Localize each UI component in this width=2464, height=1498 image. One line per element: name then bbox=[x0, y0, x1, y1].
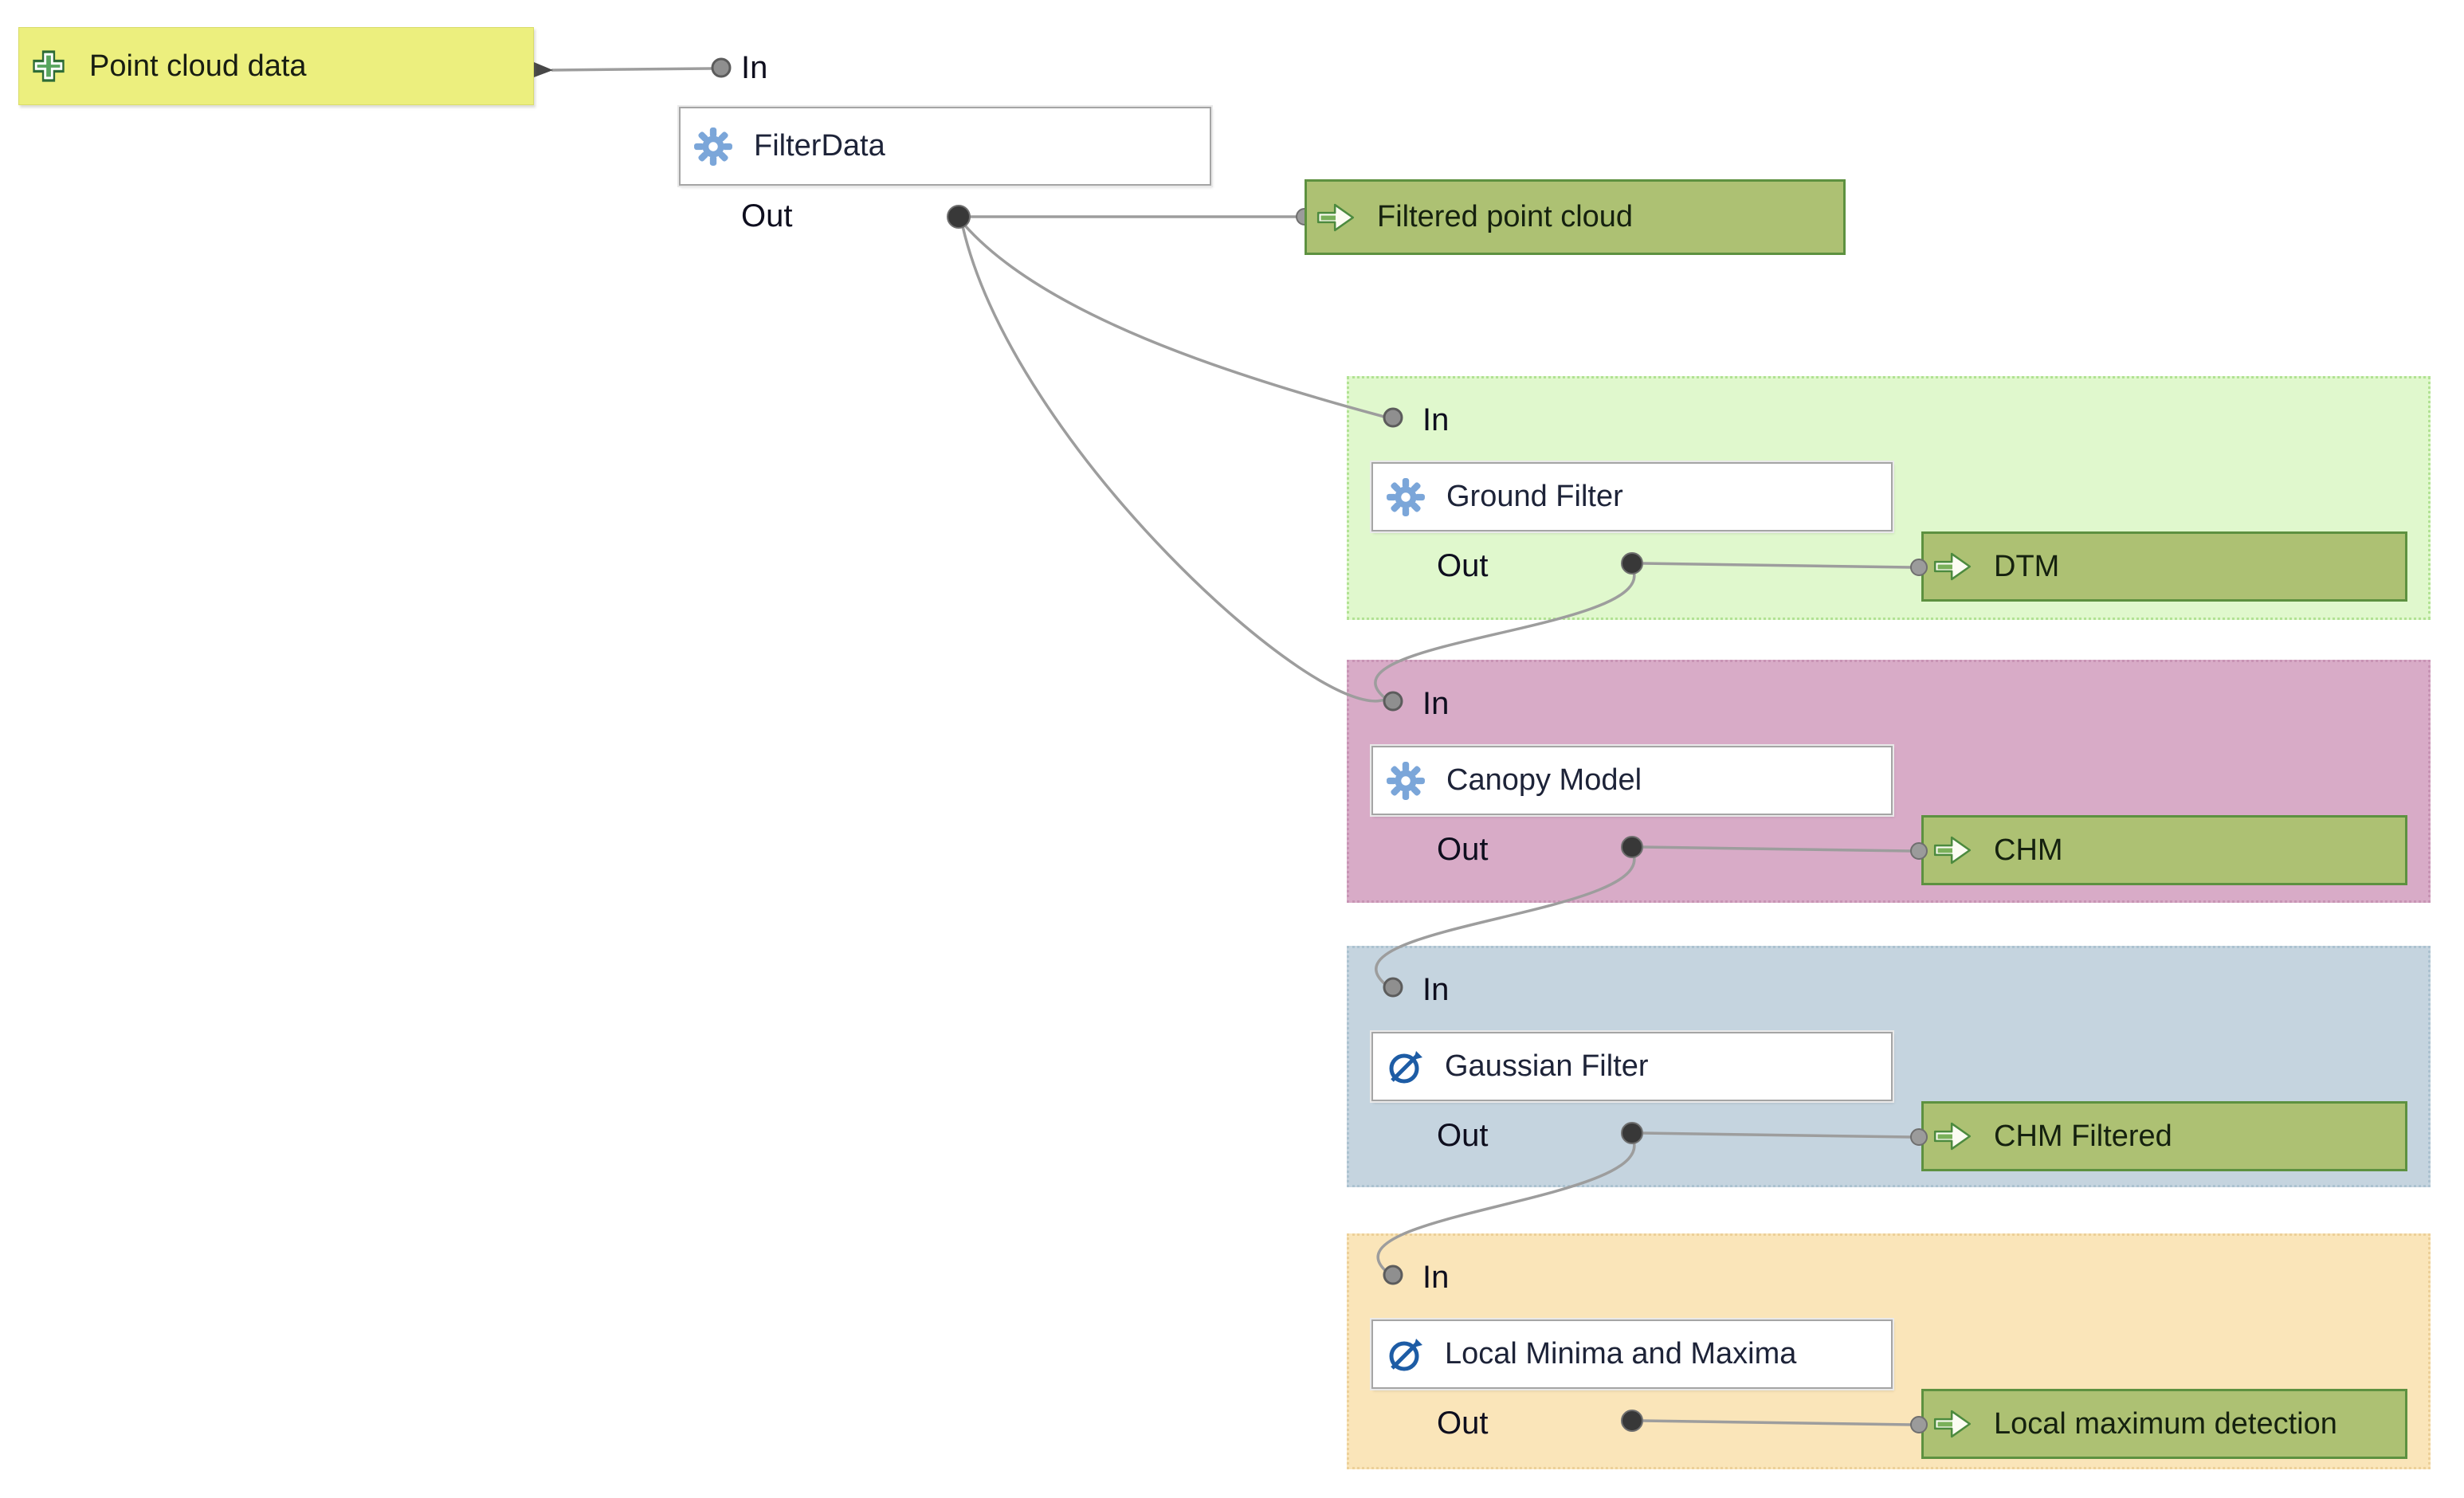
panel-in-label: In bbox=[1422, 972, 1450, 1007]
source-node-point-cloud-data[interactable]: Point cloud data bbox=[18, 27, 534, 105]
gear-icon bbox=[1387, 761, 1425, 800]
wire-groundfilter-to-dtm bbox=[1642, 562, 1912, 569]
wire-localminima-to-localmax bbox=[1642, 1419, 1912, 1426]
tool-node-canopy-model[interactable]: Canopy Model bbox=[1371, 746, 1893, 815]
panel-out-label: Out bbox=[1437, 832, 1489, 867]
arrow-output-icon bbox=[1933, 1122, 1972, 1151]
port-out-gaussianfilter[interactable] bbox=[1621, 1122, 1643, 1144]
filterdata-out-label: Out bbox=[741, 198, 793, 233]
filterdata-in-label: In bbox=[741, 50, 768, 85]
group-panel-ground-filter[interactable]: In Ground F bbox=[1347, 376, 2431, 620]
port-in-gaussianfilter[interactable] bbox=[1383, 977, 1403, 998]
gear-icon bbox=[1387, 477, 1425, 516]
wire-gaussian-to-localminima bbox=[1376, 1136, 1636, 1273]
port-localmaxdetection[interactable] bbox=[1910, 1416, 1928, 1433]
port-out-filterdata[interactable] bbox=[947, 205, 971, 229]
arrow-output-icon bbox=[1933, 836, 1972, 865]
panel-out-label: Out bbox=[1437, 1118, 1489, 1153]
output-node-label: Local maximum detection bbox=[1994, 1406, 2337, 1441]
saga-module-icon bbox=[1389, 1050, 1422, 1083]
add-data-plus-icon bbox=[33, 50, 65, 82]
arrow-output-icon bbox=[1316, 203, 1355, 231]
wire-canopymodel-to-chm bbox=[1642, 845, 1912, 853]
panel-in-label: In bbox=[1422, 402, 1450, 437]
port-in-canopymodel[interactable] bbox=[1383, 691, 1403, 712]
output-node-chm-filtered[interactable]: CHM Filtered bbox=[1921, 1101, 2407, 1171]
wire-filterdata-to-canopymodel bbox=[961, 225, 1385, 703]
port-in-groundfilter[interactable] bbox=[1383, 407, 1403, 428]
group-panel-local-minima-maxima[interactable]: In Local Minima and Maxima Out Local max… bbox=[1347, 1233, 2431, 1469]
port-out-groundfilter[interactable] bbox=[1621, 552, 1643, 574]
saga-module-icon bbox=[1389, 1338, 1422, 1371]
source-connector-arrow bbox=[534, 62, 553, 77]
port-chmfiltered[interactable] bbox=[1910, 1128, 1928, 1146]
wire-gaussian-to-chmfiltered bbox=[1642, 1131, 1912, 1139]
output-node-label: CHM bbox=[1994, 833, 2063, 867]
wire-source-to-filterdata bbox=[551, 67, 713, 72]
tool-node-label: FilterData bbox=[754, 129, 885, 163]
gear-icon bbox=[694, 127, 732, 166]
port-dtm[interactable] bbox=[1910, 559, 1928, 576]
port-in-localminima[interactable] bbox=[1383, 1265, 1403, 1285]
output-node-label: CHM Filtered bbox=[1994, 1119, 2172, 1153]
arrow-output-icon bbox=[1933, 552, 1972, 581]
output-node-filtered-point-cloud[interactable]: Filtered point cloud bbox=[1305, 179, 1846, 255]
wire-canopymodel-to-gaussian bbox=[1375, 850, 1636, 986]
output-node-label: DTM bbox=[1994, 549, 2060, 583]
tool-node-label: Canopy Model bbox=[1446, 763, 1642, 797]
output-node-dtm[interactable]: DTM bbox=[1921, 531, 2407, 602]
group-panel-canopy-model[interactable]: In Canopy M bbox=[1347, 660, 2431, 903]
panel-out-label: Out bbox=[1437, 1406, 1489, 1441]
port-out-canopymodel[interactable] bbox=[1621, 836, 1643, 858]
tool-node-ground-filter[interactable]: Ground Filter bbox=[1371, 462, 1893, 531]
panel-out-label: Out bbox=[1437, 548, 1489, 583]
arrow-output-icon bbox=[1933, 1410, 1972, 1438]
panel-in-label: In bbox=[1422, 1260, 1450, 1295]
panel-in-label: In bbox=[1422, 686, 1450, 721]
port-out-localminima[interactable] bbox=[1621, 1410, 1643, 1432]
tool-node-label: Gaussian Filter bbox=[1445, 1049, 1649, 1083]
tool-node-local-minima-maxima[interactable]: Local Minima and Maxima bbox=[1371, 1320, 1893, 1389]
port-chm[interactable] bbox=[1910, 842, 1928, 860]
wire-filterdata-to-groundfilter bbox=[963, 223, 1385, 418]
tool-node-label: Local Minima and Maxima bbox=[1445, 1337, 1797, 1371]
tool-node-gaussian-filter[interactable]: Gaussian Filter bbox=[1371, 1032, 1893, 1101]
source-node-label: Point cloud data bbox=[89, 49, 307, 83]
output-node-label: Filtered point cloud bbox=[1377, 200, 1634, 233]
port-in-filterdata[interactable] bbox=[711, 57, 732, 78]
output-node-chm[interactable]: CHM bbox=[1921, 815, 2407, 885]
tool-node-filterdata[interactable]: FilterData bbox=[679, 107, 1211, 186]
group-panel-gaussian-filter[interactable]: In Gaussian Filter Out CHM Filtered bbox=[1347, 946, 2431, 1187]
wire-groundfilter-to-canopymodel bbox=[1374, 567, 1636, 700]
tool-node-label: Ground Filter bbox=[1446, 480, 1623, 513]
